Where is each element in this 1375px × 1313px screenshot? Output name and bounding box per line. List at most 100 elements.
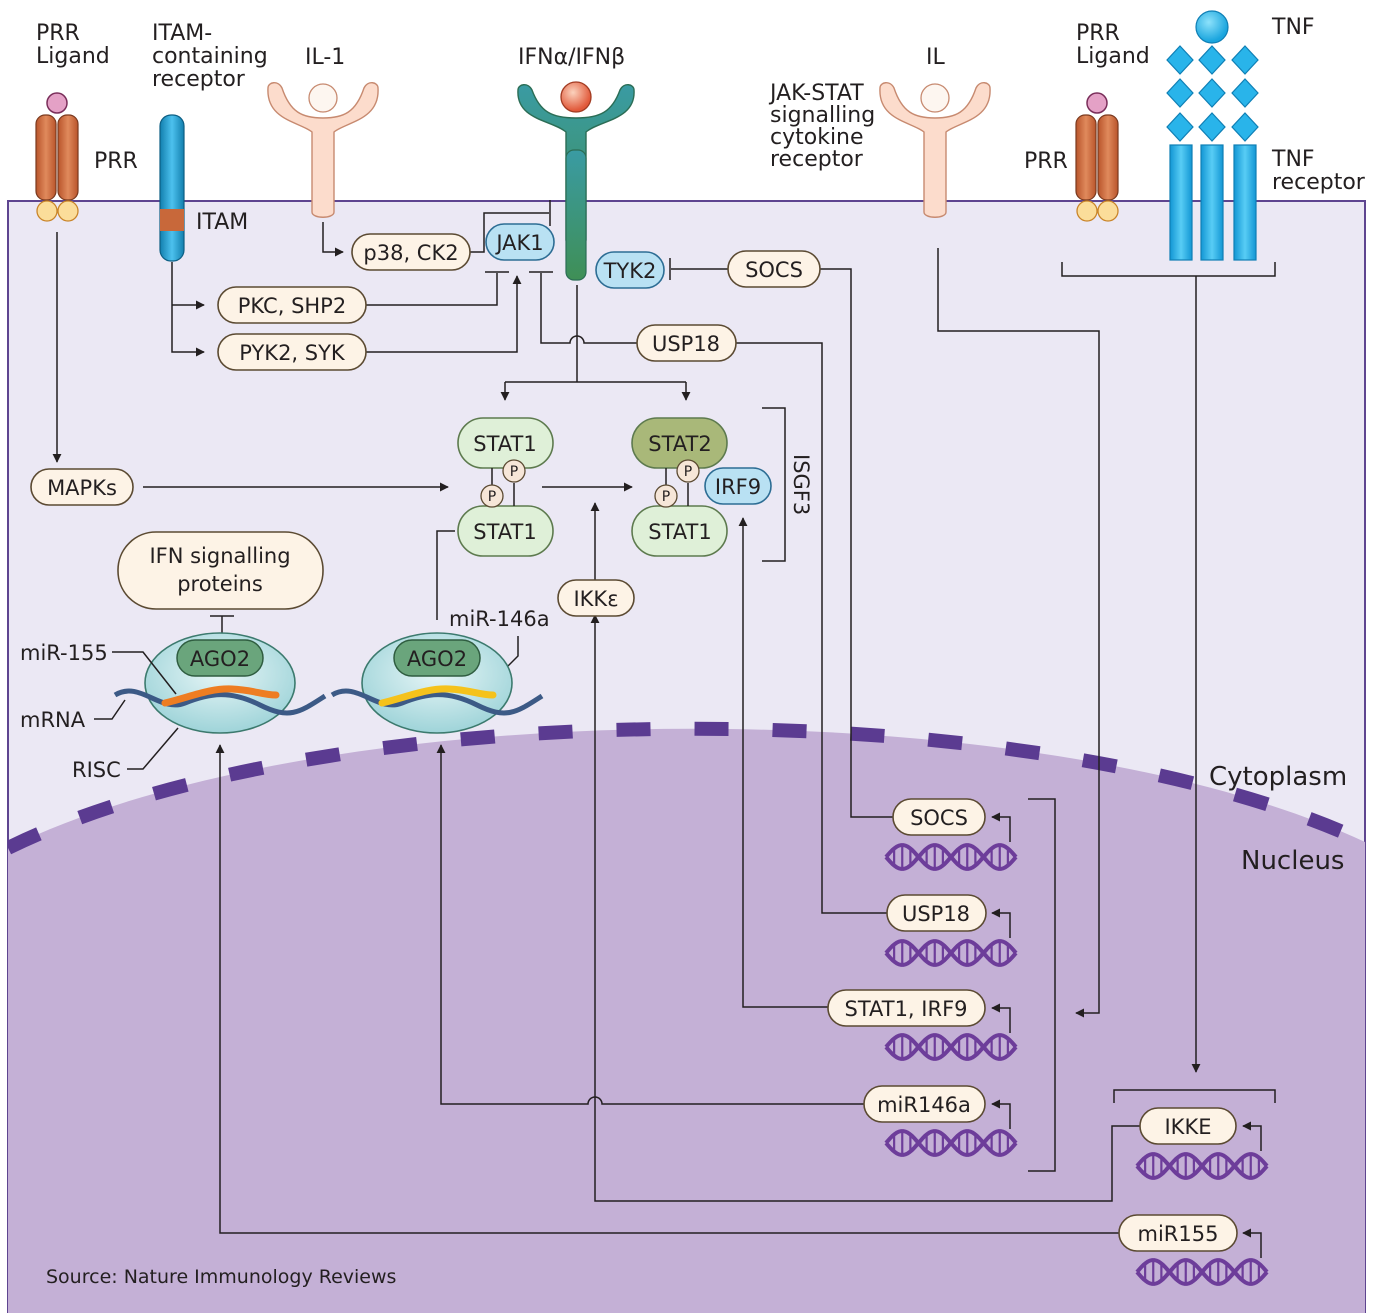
svg-text:USP18: USP18 [652,332,720,356]
il1-receptor [267,82,379,218]
il-receptor [879,82,991,218]
prr-left-label: PRR [94,149,138,174]
mir155-leader [112,651,177,695]
jakstat-receptor-label-2: signalling [770,103,875,128]
gene-arrow-stat1-irf9 [991,1003,1011,1033]
prr-ligand-right-label-2: Ligand [1076,44,1150,69]
gene-group-bracket [1028,798,1056,1172]
ifn-receptor [517,81,635,281]
prr-receptor-left [35,92,79,222]
ago2-left-label: AGO2 [190,647,250,671]
node-ikke-cytoplasm: IKKε [557,579,635,617]
feedback-mir155 [215,744,1119,1234]
irf9-label: IRF9 [715,475,761,499]
itam-receptor-label-3: receptor [152,67,246,92]
node-pkc-shp2: PKC, SHP2 [217,286,367,324]
svg-text:miR155: miR155 [1138,1222,1219,1246]
phospho-tag: P [488,489,496,505]
svg-text:USP18: USP18 [902,902,970,926]
source-caption: Source: Nature Immunology Reviews [46,1266,396,1288]
dna-icon [884,939,1018,967]
node-ifn-signalling-proteins: IFN signalling proteins [117,531,324,610]
gene-mir146a: miR146a [863,1085,986,1123]
jakstat-receptor-label-4: receptor [770,147,864,172]
isgf3-complex: STAT2 STAT1 P P IRF9 [631,417,772,557]
mrna-label: mRNA [20,708,86,732]
svg-text:TYK2: TYK2 [603,259,657,283]
risc-leader [127,727,179,770]
dna-icon [1135,1152,1269,1180]
itam-label: ITAM [196,210,248,235]
prr-ligand-left-label: PRR [36,21,80,46]
node-usp18: USP18 [636,324,737,362]
feedback-mir146a [436,744,864,1105]
itam-receptor-label-2: containing [152,44,268,69]
node-tyk2: TYK2 [595,251,665,289]
isgf3-label: ISGF3 [789,454,813,515]
gene-socs: SOCS [892,798,986,836]
gene-mir155: miR155 [1118,1214,1238,1252]
mrna-leader [94,699,126,720]
phospho-tag: P [662,489,670,505]
gene-arrow-mir155 [1242,1228,1262,1258]
arrow-il-to-genes [937,248,1100,1018]
gene-usp18: USP18 [886,894,987,932]
phospho-tag: P [510,464,518,480]
stat1-isgf3-label: STAT1 [648,520,711,544]
gene-arrow-socs [991,812,1011,842]
il1-label: IL-1 [305,45,345,70]
dna-icon [884,843,1018,871]
feedback-socs [820,268,893,818]
svg-text:MAPKs: MAPKs [47,476,117,500]
gene-ikke: IKKE [1139,1107,1237,1145]
cytoplasm-label: Cytoplasm [1209,762,1347,792]
tnf-prr-bracket [1061,262,1276,277]
dna-icon [884,1129,1018,1157]
dna-helices [884,843,1269,1286]
ifn-label: IFNα/IFNβ [518,45,625,70]
feedback-stat1-irf9 [738,517,828,1008]
arrow-itam-to-pyk2 [171,262,205,357]
prr-receptor-right [1075,92,1119,222]
svg-text:STAT1, IRF9: STAT1, IRF9 [844,997,967,1021]
tnf-receptor-label: TNF [1271,147,1315,172]
svg-text:miR146a: miR146a [877,1093,971,1117]
prr-ligand-right-label: PRR [1076,21,1120,46]
feedback-usp18 [736,342,887,914]
svg-text:JAK1: JAK1 [494,231,543,255]
arrow-il1-to-p38 [322,222,344,257]
svg-text:PYK2, SYK: PYK2, SYK [239,341,346,365]
stat1-dimer: STAT1 STAT1 P P [457,417,554,557]
ikke-mir155-bracket [1113,1089,1276,1103]
gene-arrow-ikke [1242,1121,1262,1151]
phospho-tag: P [684,464,692,480]
stat1-top-label: STAT1 [473,432,536,456]
svg-text:IKKε: IKKε [573,587,618,611]
node-mapks: MAPKs [30,468,134,506]
svg-text:IKKE: IKKE [1164,1115,1211,1139]
dna-icon [884,1033,1018,1061]
node-jak1: JAK1 [485,223,555,261]
inhibit-p38-ifnr [470,212,549,253]
inhibit-usp18-jak1 [540,273,637,344]
stat2-label: STAT2 [648,432,711,456]
svg-text:SOCS: SOCS [910,806,968,830]
itam-receptor [159,114,185,262]
jakstat-receptor-label: JAK-STAT [768,81,864,106]
ago2-right-label: AGO2 [407,647,467,671]
stat1-bottom-label: STAT1 [473,520,536,544]
svg-text:SOCS: SOCS [745,258,803,282]
inhibit-pkc-jak1 [366,273,498,306]
il-label: IL [926,45,945,70]
node-socs: SOCS [727,250,821,288]
arrow-pyk2-to-jak1 [366,275,522,353]
nucleus-region [8,728,1365,1313]
risc-label: RISC [72,758,121,782]
nucleus-label: Nucleus [1241,846,1344,876]
svg-text:proteins: proteins [177,572,263,596]
dna-icon [1135,1258,1269,1286]
mir146a-label: miR-146a [449,607,550,631]
node-p38-ck2: p38, CK2 [351,233,471,271]
line-ago2-to-stat1 [436,530,455,620]
